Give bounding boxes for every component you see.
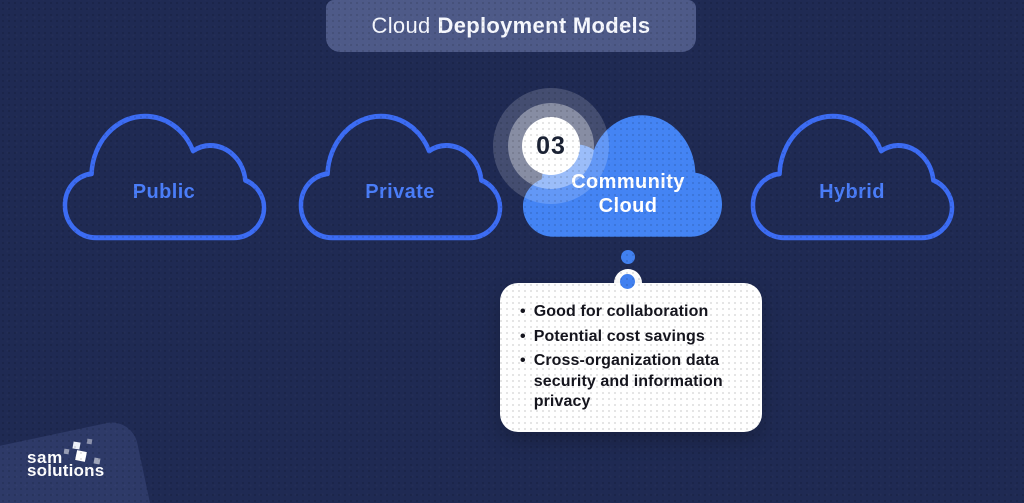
callout-bullet-list: • Good for collaboration • Potential cos…	[520, 302, 748, 413]
cloud-outline-icon	[750, 113, 955, 241]
callout-bullet-text: Potential cost savings	[533, 327, 705, 345]
step-number-badge: 03	[522, 117, 580, 175]
callout-bullet-text: Good for collaboration	[533, 303, 709, 320]
cloud-community-label-line2: Cloud	[598, 195, 658, 217]
bullet-icon: •	[520, 303, 526, 320]
cloud-private: Private	[298, 113, 503, 241]
connector-dot-lower	[620, 274, 635, 289]
title-banner: Cloud Deployment Models	[326, 0, 696, 52]
cloud-community-label: Community Cloud	[526, 170, 730, 218]
callout-bullet-item: • Good for collaboration	[520, 302, 748, 323]
step-number: 03	[536, 131, 566, 160]
cloud-public-label: Public	[132, 181, 196, 203]
callout-bullet-item: • Potential cost savings	[520, 327, 748, 348]
bullet-icon: •	[520, 352, 526, 369]
title-prefix: Cloud	[371, 13, 431, 38]
callout-bullet-text: Cross-organization data security and inf…	[533, 352, 723, 410]
logo-pixel-icon	[72, 441, 81, 450]
logo-word-solutions: solutions	[27, 460, 105, 480]
connector-dot-upper	[621, 250, 635, 264]
bullet-icon: •	[520, 327, 526, 345]
community-cloud-callout: • Good for collaboration • Potential cos…	[500, 283, 762, 432]
cloud-outline-icon	[62, 113, 267, 241]
cloud-public: Public	[62, 113, 267, 241]
company-logo: sam solutions	[27, 448, 105, 480]
logo-word-sam: sam	[27, 448, 63, 467]
title-main: Deployment Models	[437, 13, 651, 38]
cloud-community-label-line1: Community	[571, 171, 685, 193]
cloud-hybrid: Hybrid	[750, 113, 955, 241]
cloud-hybrid-label: Hybrid	[819, 181, 885, 203]
callout-bullet-item: • Cross-organization data security and i…	[520, 351, 748, 413]
cloud-private-label: Private	[365, 181, 435, 203]
logo-pixel-icon	[86, 438, 93, 445]
cloud-outline-icon	[298, 113, 503, 241]
